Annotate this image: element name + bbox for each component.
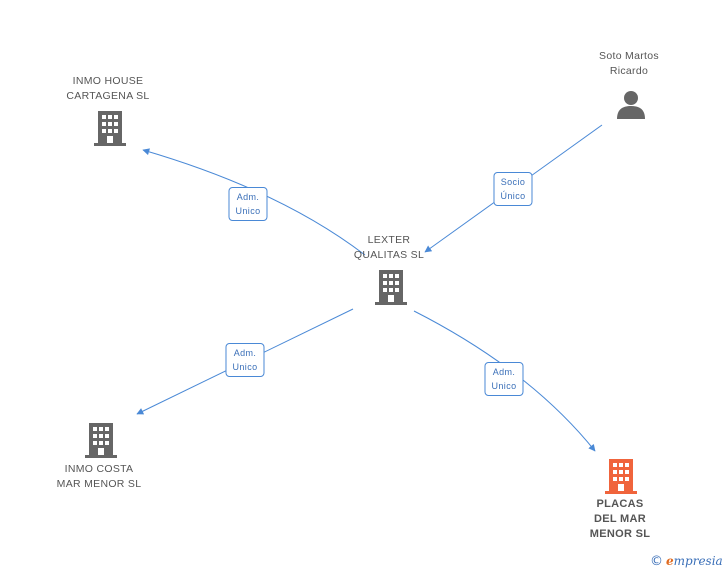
node-label-line: LEXTER <box>367 234 411 246</box>
node-label-inmo-house[interactable]: INMO HOUSE CARTAGENA SL <box>66 74 149 104</box>
node-label-placas[interactable]: PLACAS DEL MAR MENOR SL <box>590 497 650 542</box>
node-label-line: MAR MENOR SL <box>56 478 142 490</box>
edge-label-lexter-to-inmo-house: Adm. Unico <box>228 187 268 221</box>
building-icon[interactable] <box>85 422 117 458</box>
node-label-line: INMO HOUSE <box>72 75 144 87</box>
node-label-line: Ricardo <box>609 65 649 77</box>
copyright-symbol: © <box>650 554 663 569</box>
person-icon[interactable] <box>616 89 646 119</box>
edge-label-line: Unico <box>232 362 258 372</box>
edge-label-line: Adm. <box>236 192 260 202</box>
edge-label-line: Adm. <box>233 348 257 358</box>
node-label-inmo-costa[interactable]: INMO COSTA MAR MENOR SL <box>57 462 142 492</box>
edge-label-soto-to-lexter: Socio Único <box>493 172 533 206</box>
node-label-line: Soto Martos <box>599 50 659 62</box>
brand-name: mpresia <box>673 554 723 568</box>
node-label-line: MENOR SL <box>589 528 651 540</box>
building-icon[interactable] <box>605 458 637 494</box>
node-label-line: PLACAS <box>596 498 644 510</box>
edge-label-lexter-to-placas: Adm. Unico <box>484 362 524 396</box>
node-label-soto-martos[interactable]: Soto Martos Ricardo <box>599 49 659 79</box>
edge-label-line: Unico <box>491 381 517 391</box>
edge-label-line: Único <box>500 191 526 201</box>
node-label-line: DEL MAR <box>593 513 646 525</box>
node-label-line: QUALITAS SL <box>353 249 425 261</box>
node-label-line: CARTAGENA SL <box>66 90 150 102</box>
brand-logo: ©empresia <box>650 554 723 569</box>
building-icon[interactable] <box>375 269 407 305</box>
node-label-line: INMO COSTA <box>64 463 134 475</box>
edge-label-line: Socio <box>500 177 526 187</box>
edge-label-lexter-to-inmo-costa: Adm. Unico <box>225 343 265 377</box>
node-label-lexter[interactable]: LEXTER QUALITAS SL <box>354 233 424 263</box>
edge-label-line: Unico <box>235 206 261 216</box>
brand-initial: e <box>666 554 674 568</box>
building-icon[interactable] <box>94 110 126 146</box>
edge-label-line: Adm. <box>492 367 516 377</box>
